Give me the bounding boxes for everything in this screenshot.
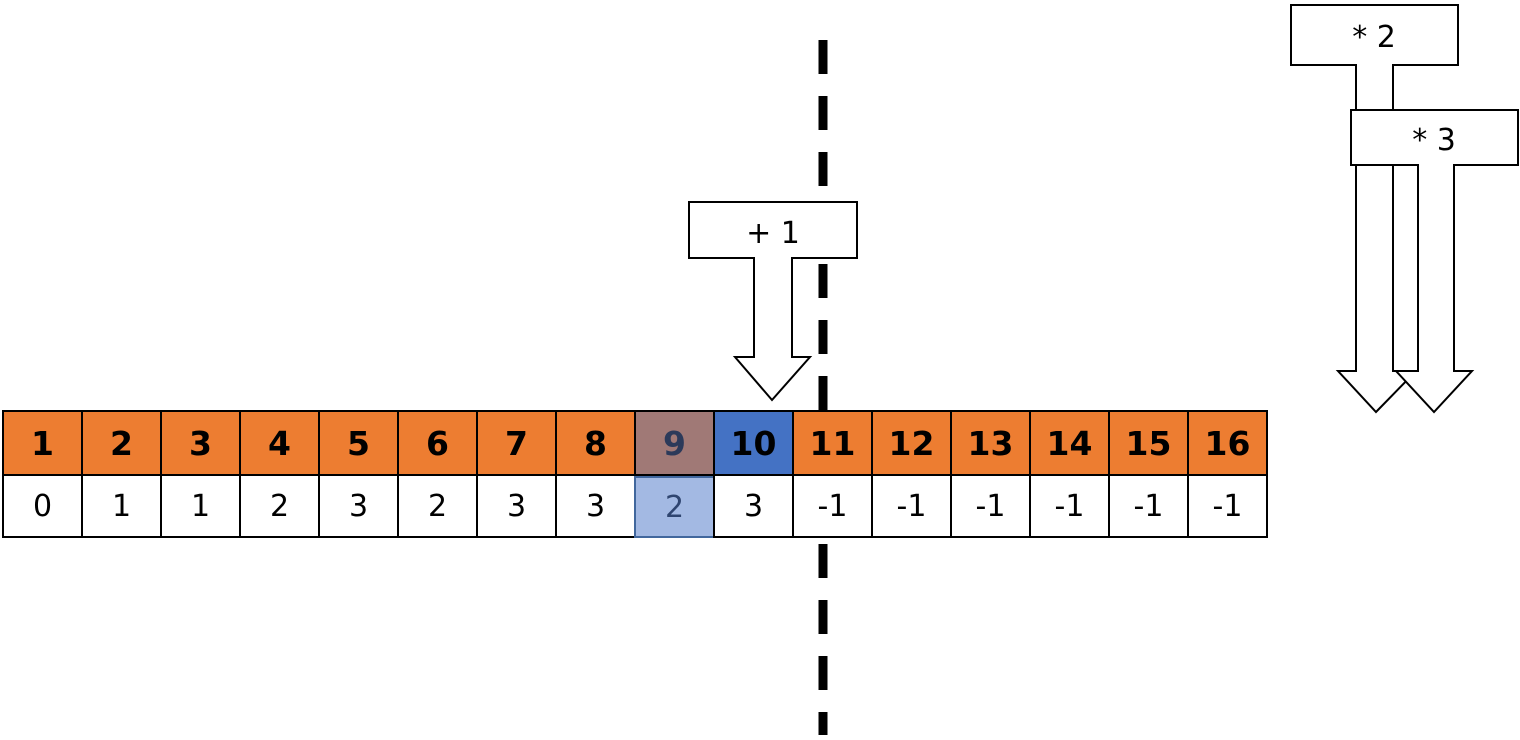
index-cell: 2 bbox=[81, 410, 162, 476]
plus-one-arrow bbox=[688, 201, 858, 402]
value-cell: -1 bbox=[1029, 476, 1110, 538]
index-cell: 1 bbox=[2, 410, 83, 476]
value-cell: -1 bbox=[871, 476, 952, 538]
times-two-arrow bbox=[1290, 4, 1459, 414]
value-cell: 2 bbox=[397, 476, 478, 538]
times-three-arrow bbox=[1350, 109, 1519, 414]
index-cell: 16 bbox=[1187, 410, 1268, 476]
index-cell: 8 bbox=[555, 410, 636, 476]
value-row: 0 1 1 2 3 2 3 3 2 3 -1 -1 -1 -1 -1 -1 bbox=[2, 476, 1268, 538]
index-cell: 15 bbox=[1108, 410, 1189, 476]
value-cell: -1 bbox=[950, 476, 1031, 538]
index-cell: 6 bbox=[397, 410, 478, 476]
times-two-label: * 2 bbox=[1352, 20, 1396, 55]
index-cell: 5 bbox=[318, 410, 399, 476]
value-cell: 1 bbox=[81, 476, 162, 538]
value-cell: 1 bbox=[160, 476, 241, 538]
index-cell: 13 bbox=[950, 410, 1031, 476]
index-cell: 12 bbox=[871, 410, 952, 476]
value-cell-previous: 2 bbox=[634, 476, 715, 538]
value-cell: 3 bbox=[713, 476, 794, 538]
value-cell: 3 bbox=[555, 476, 636, 538]
index-cell: 11 bbox=[792, 410, 873, 476]
value-cell: 3 bbox=[476, 476, 557, 538]
index-row: 1 2 3 4 5 6 7 8 9 10 11 12 13 14 15 16 bbox=[2, 410, 1268, 476]
index-cell: 14 bbox=[1029, 410, 1110, 476]
value-cell: -1 bbox=[1187, 476, 1268, 538]
times-three-label: * 3 bbox=[1412, 123, 1456, 158]
index-cell-current: 10 bbox=[713, 410, 794, 476]
index-cell-previous: 9 bbox=[634, 410, 715, 476]
value-cell: -1 bbox=[792, 476, 873, 538]
value-cell: 0 bbox=[2, 476, 83, 538]
value-cell: -1 bbox=[1108, 476, 1189, 538]
value-cell: 3 bbox=[318, 476, 399, 538]
index-cell: 7 bbox=[476, 410, 557, 476]
index-cell: 3 bbox=[160, 410, 241, 476]
value-cell: 2 bbox=[239, 476, 320, 538]
plus-one-label: + 1 bbox=[746, 216, 800, 251]
index-cell: 4 bbox=[239, 410, 320, 476]
